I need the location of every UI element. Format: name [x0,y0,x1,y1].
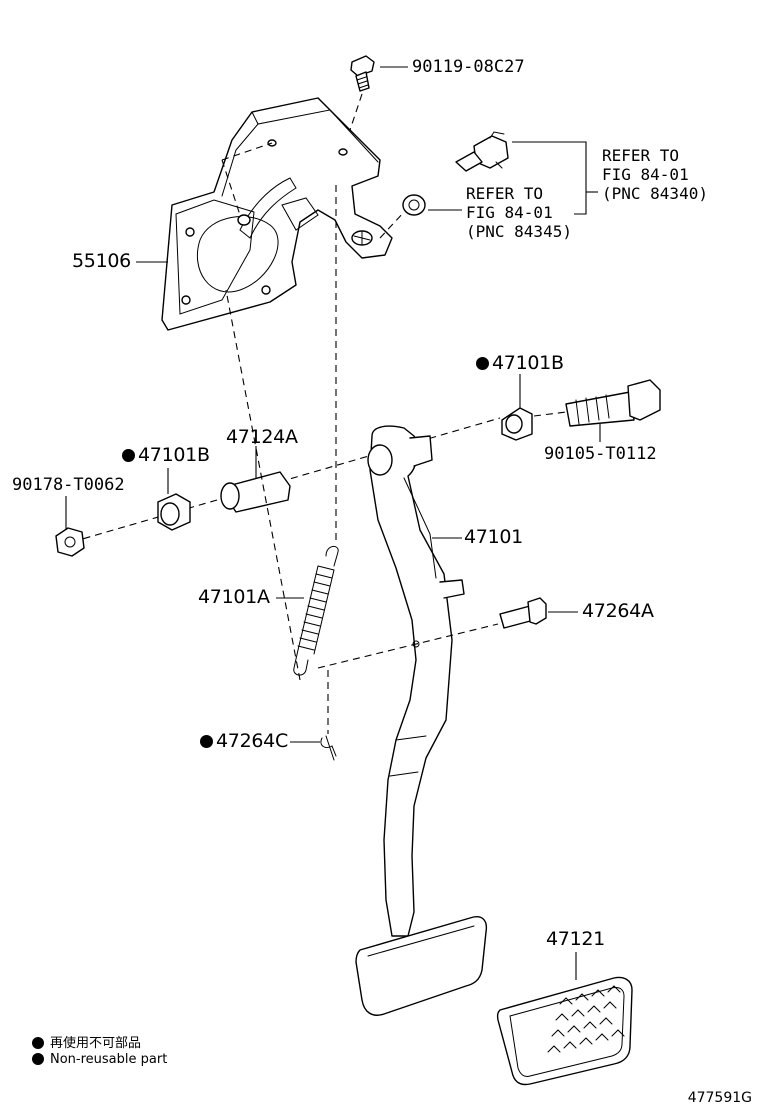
clip-shape [320,735,337,761]
label-ref-cushion: REFER TO FIG 84-01 (PNC 84345) [466,184,572,241]
pedal-arm-pad-shape [355,916,488,1016]
label-bushing-lower: 47101B [122,446,210,465]
label-pivot-bolt: 90105-T0112 [544,444,657,464]
clevis-pin-shape [499,597,547,629]
pivot-bolt-shape [565,379,661,427]
label-bushing-lower-text: 47101B [138,444,210,466]
pedal-arm-shape [367,425,465,937]
label-pedal-pad: 47121 [546,928,605,950]
label-clevis-pin: 47264A [582,600,654,622]
pedal-pad-shape [496,976,633,1086]
label-collar: 47124A [226,426,298,448]
non-reusable-marker-icon [200,735,213,748]
label-nut: 90178-T0062 [12,475,125,495]
label-pedal-arm: 47101 [464,526,523,548]
leader-switch-upper [512,141,587,215]
clevis-axis-line [317,623,499,669]
non-reusable-marker-icon [32,1053,44,1065]
legend-japanese-text: 再使用不可部品 [50,1036,142,1051]
legend-english: Non-reusable part [32,1052,167,1067]
bracket-shape [161,97,393,331]
bracket-bolt-axis-b [221,159,241,216]
bracket-pivot-axis [225,289,301,681]
cushion-axis [379,211,405,239]
non-reusable-marker-icon [122,449,135,462]
pivot-axis-line-right [533,411,567,417]
legend-japanese: 再使用不可部品 [32,1032,141,1051]
nut-shape [55,527,85,557]
bolt-top-shape [350,55,375,92]
stop-cushion-shape [402,194,426,216]
label-clip-text: 47264C [216,730,288,752]
bushing-lower-shape [157,493,191,531]
label-bushing-upper: 47101B [476,354,564,373]
return-spring-shape [293,546,339,676]
label-spring: 47101A [198,586,270,608]
figure-number: 477591G [687,1090,752,1106]
label-bolt-top: 90119-08C27 [412,57,525,77]
non-reusable-marker-icon [476,357,489,370]
legend-english-text: Non-reusable part [50,1052,168,1067]
label-ref-switch: REFER TO FIG 84-01 (PNC 84340) [602,146,708,203]
non-reusable-marker-icon [32,1037,44,1049]
bracket-bolt-axis-a [221,142,273,161]
bushing-upper-shape [501,407,533,441]
label-bracket: 55106 [72,250,131,272]
stop-lamp-switch-shape [455,131,509,172]
label-bushing-upper-text: 47101B [492,352,564,374]
collar-shape [220,471,291,513]
label-clip: 47264C [200,732,288,751]
